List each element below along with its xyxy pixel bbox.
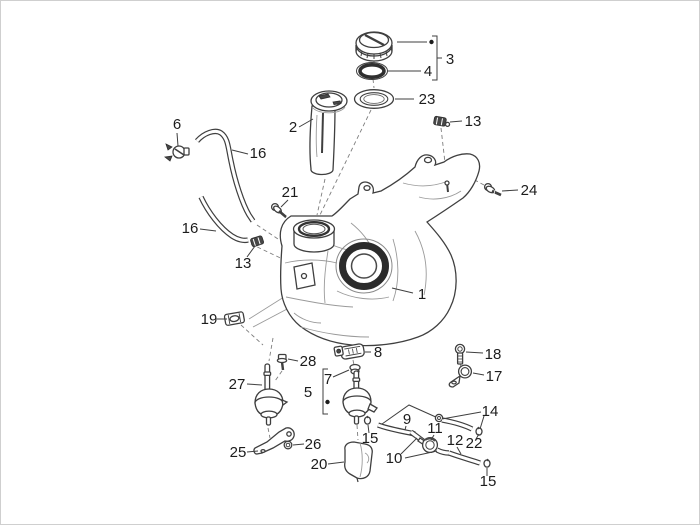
clip-nut-19 [223,311,245,326]
part-callout-12: 12 [447,432,464,449]
leader-line [501,189,519,192]
leader-line [404,425,407,431]
leader-line [246,245,256,258]
fuel-line-assembly [377,404,491,468]
leader-line [404,450,438,459]
part-callout-10: 10 [386,450,403,467]
tank-filler-neck [292,219,336,253]
part-callout-23: 23 [419,91,436,108]
part-callout-27: 27 [229,376,246,393]
leader-line [441,411,482,420]
leader-line [449,120,463,123]
cap-gasket [356,62,388,80]
part-callout-9: 9 [403,411,411,428]
part-callout-25: 25 [230,444,247,461]
clamp-15-bottom [483,458,491,468]
part-callout-16: 16 [250,145,267,162]
part-callout-24: 24 [521,182,538,199]
part-callout-16: 16 [182,220,199,237]
clamp-15-left [363,415,372,425]
leader-line [479,415,485,430]
tank-stud [444,180,450,193]
filler-tube [309,90,348,176]
leader-line [292,443,305,446]
leader-line [472,372,485,376]
part-callout-22: 22 [466,435,483,452]
part-callout-7: 7 [324,371,332,388]
part-callout-13: 13 [465,113,482,130]
part-callout-4: 4 [424,63,432,80]
fuel-filter-11 [417,436,439,454]
leader-line [176,132,179,147]
part-callout-15: 15 [480,473,497,490]
part-callout-1: 1 [418,286,426,303]
leader-line [280,199,289,208]
part-callout-17: 17 [486,368,503,385]
screw-24 [483,182,502,197]
hose-clamp-8 [333,343,365,360]
part-callout-20: 20 [311,456,328,473]
fuel-cap [355,31,393,62]
screw-18 [454,343,466,365]
leader-line [327,461,345,465]
part-callout-6: 6 [173,116,181,133]
group-dot [325,399,330,405]
leader-line [465,351,484,354]
part-callout-3: 3 [446,51,454,68]
nut-26 [283,440,293,450]
part-callout-19: 19 [201,311,218,328]
leader-line [246,450,259,453]
part-callout-15: 15 [362,430,379,447]
clamp-22 [475,426,483,436]
hose-clip-6 [164,143,190,162]
leader-line [367,424,370,434]
leader-line [287,358,299,362]
part-callout-21: 21 [282,184,299,201]
leader-line [475,433,480,440]
tank-mount-plate [293,262,316,290]
vent-hose-upper [194,128,256,223]
part-callout-2: 2 [289,119,297,136]
part-callout-5: 5 [304,384,312,401]
leader-line [199,228,217,232]
clamp-13-left [250,235,264,248]
leader-line [298,118,314,128]
leader-line [391,287,414,294]
bracket-25 [253,427,295,455]
group-bracket [432,35,438,81]
part-callout-28: 28 [300,353,317,370]
part-callout-8: 8 [374,344,382,361]
group-bracket [322,368,328,415]
tank-tab-hole [363,184,371,192]
part-callout-18: 18 [485,346,502,363]
leader-line [400,437,418,455]
rubber-boot-20 [344,441,373,483]
filler-trim-ring [353,89,395,109]
clamp-13-top [433,115,451,128]
part-callout-26: 26 [305,436,322,453]
leader-line [332,369,350,378]
fuel-valve [342,370,378,425]
leader-line [430,434,435,441]
group-dot [429,39,434,45]
leader-line [231,149,249,155]
part-callout-14: 14 [482,403,499,420]
vent-hose-lower [198,195,249,244]
cable-clamp-17 [448,364,473,388]
fuel-tank [279,153,481,347]
part-callout-11: 11 [427,420,443,437]
screw-28 [276,353,288,371]
tank-inspection-ring [335,238,393,294]
leader-line [456,446,462,455]
leader-line [246,383,263,386]
part-callout-13: 13 [235,255,252,272]
fuel-level-sender [254,363,289,426]
tank-ear-hole [423,156,433,164]
screw-21 [270,202,287,218]
